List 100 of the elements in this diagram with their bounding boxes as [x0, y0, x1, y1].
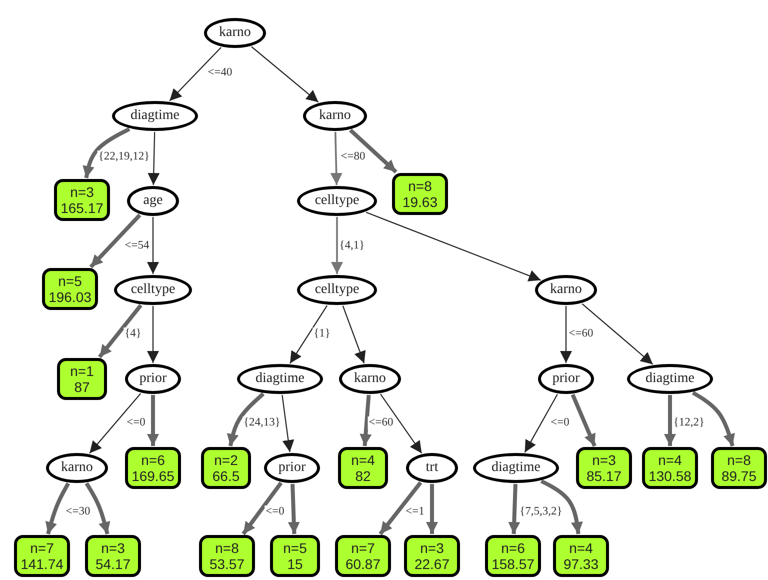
leaf-node — [404, 535, 460, 577]
arrow — [45, 482, 70, 535]
node-value: 89.75 — [721, 468, 757, 484]
arrow — [226, 392, 265, 446]
node-label: n=7 — [30, 540, 54, 556]
node-label: n=6 — [501, 540, 525, 556]
node-label: n=8 — [408, 178, 432, 194]
node-label: karno — [219, 25, 251, 41]
node-label: celltype — [130, 282, 176, 298]
node-value: 169.65 — [132, 468, 174, 484]
node-label: prior — [552, 371, 580, 387]
leaf-node — [338, 447, 388, 489]
leaf-node — [576, 447, 632, 489]
node-value: 66.5 — [212, 468, 240, 484]
edge-label: {4,1} — [338, 240, 366, 252]
node-label: n=6 — [141, 452, 165, 468]
edge-label: {24,13} — [242, 416, 282, 430]
node-value: 53.57 — [209, 556, 245, 572]
leaf-node — [201, 447, 251, 489]
node-label: prior — [139, 371, 167, 387]
split-node — [127, 186, 179, 216]
node-label: n=4 — [351, 452, 375, 468]
arrow — [330, 132, 342, 186]
node-value: 87 — [74, 379, 90, 395]
arrow — [378, 481, 422, 536]
arrow — [282, 394, 294, 452]
node-label: celltype — [314, 282, 360, 298]
arrow — [380, 394, 422, 454]
split-node — [264, 453, 320, 483]
leaf-node — [199, 535, 255, 577]
node-label: n=4 — [658, 452, 682, 468]
node-label: karno — [319, 108, 351, 124]
arrow — [242, 482, 283, 536]
node-label: n=2 — [214, 452, 238, 468]
split-node — [125, 364, 181, 394]
split-node — [406, 453, 458, 483]
node-label: diagtime — [256, 371, 304, 387]
arrow — [251, 46, 319, 103]
arrow — [89, 393, 142, 454]
arrow — [147, 395, 159, 446]
edge-label: <=60 — [368, 416, 394, 430]
edge-label: {4} — [124, 328, 142, 340]
node-label: karno — [550, 282, 582, 298]
leaf-node — [42, 268, 98, 310]
edge-label: {1} — [312, 328, 332, 340]
node-label: n=5 — [58, 273, 82, 289]
node-label: n=5 — [283, 540, 307, 556]
node-label: diagtime — [646, 371, 694, 387]
node-value: 158.57 — [492, 556, 534, 572]
edge-label: {22,19,12} — [97, 150, 151, 164]
arrow — [147, 217, 159, 274]
leaf-node — [85, 535, 141, 577]
arrow — [524, 394, 558, 453]
node-label: n=1 — [70, 363, 94, 379]
edge-label: {7,5,3,2} — [518, 506, 564, 518]
leaf-node — [642, 447, 698, 489]
split-node — [538, 364, 594, 394]
leaf-node — [270, 535, 320, 577]
leaf-node — [711, 447, 767, 489]
node-label: karno — [354, 371, 386, 387]
node-value: 97.33 — [563, 556, 599, 572]
leaf-node — [335, 535, 391, 577]
node-label: age — [143, 193, 163, 209]
arrow — [84, 482, 110, 534]
split-node — [535, 275, 597, 305]
node-value: 85.17 — [586, 468, 622, 484]
arrow — [89, 214, 142, 268]
node-label: prior — [278, 460, 306, 476]
arrow — [560, 306, 572, 363]
node-label: trt — [426, 460, 438, 476]
arrow — [342, 306, 366, 364]
arrow — [582, 303, 654, 365]
node-label: diagtime — [492, 460, 540, 476]
leaf-node — [125, 447, 181, 489]
leaf-node — [392, 173, 448, 215]
node-value: 15 — [287, 556, 303, 572]
arrow — [360, 394, 372, 446]
node-label: n=7 — [351, 540, 375, 556]
leaf-node — [553, 535, 609, 577]
edge-label: {12,2} — [672, 416, 706, 430]
node-value: 165.17 — [60, 200, 104, 216]
node-value: 82 — [355, 468, 371, 484]
arrow — [570, 394, 596, 447]
arrow — [290, 305, 328, 364]
leaf-node — [57, 358, 107, 400]
arrow — [82, 127, 130, 178]
node-value: 54.17 — [95, 556, 131, 572]
node-value: 22.67 — [414, 556, 450, 572]
arrow — [349, 128, 398, 174]
node-label: n=4 — [569, 540, 593, 556]
node-label: n=3 — [70, 184, 94, 200]
leaf-node — [485, 535, 541, 577]
arrow — [426, 484, 438, 534]
node-value: 141.74 — [20, 556, 64, 572]
arrow — [331, 217, 343, 274]
arrow — [288, 484, 300, 534]
arrow — [169, 47, 222, 102]
node-label: n=8 — [727, 452, 751, 468]
leaf-node — [54, 179, 110, 221]
arrow — [664, 395, 676, 446]
